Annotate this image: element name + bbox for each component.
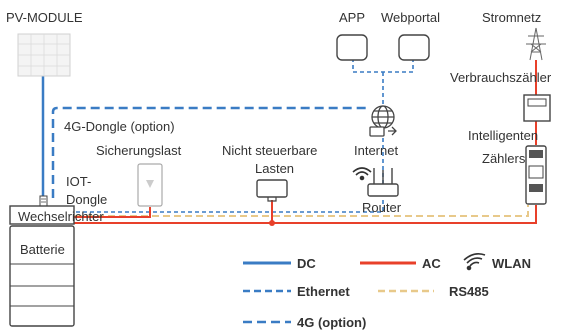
router-label: Router [362,200,402,215]
batterie-label: Batterie [20,242,65,257]
intelligent-meter-label-2: Zählers [482,151,526,166]
power-grid-pylon-icon [526,27,546,61]
4g-dongle-label: 4G-Dongle (option) [64,119,175,134]
monitor-load-icon [256,179,288,202]
iot-dongle-label-2: Dongle [66,192,107,207]
iot-dongle-label-1: IOT- [66,174,91,189]
wechselrichter-label: Wechselrichter [18,209,104,224]
energy-meter-icon [523,94,551,122]
ac-junction-dot [269,220,275,226]
app-label: APP [339,10,365,25]
ethernet-line-router-inverter [64,200,384,213]
iot-dongle-icon [39,195,48,207]
legend-ac-label: AC [422,256,441,271]
ethernet-line-app-web [352,58,414,108]
sicherungslast-label: Sicherungslast [96,143,182,158]
nicht-steuerbare-lasten-label-1: Nicht steuerbare [222,143,317,158]
stromnetz-label: Stromnetz [482,10,541,25]
pv-module-panel [17,33,71,77]
legend-4g-label: 4G (option) [297,315,366,330]
smart-meter-icon [525,145,547,205]
4g-connection-line [51,106,370,198]
app-icon [336,34,368,61]
legend-ethernet-label: Ethernet [297,284,350,299]
legend-wlan-label: WLAN [492,256,531,271]
webportal-icon [398,34,430,61]
legend-rs485-label: RS485 [449,284,489,299]
rs485-line [64,205,529,217]
router-icon [367,168,399,197]
legend-dc-label: DC [297,256,316,271]
verbrauchszaehler-label: Verbrauchszähler [450,70,552,85]
internet-globe-icon [369,105,397,137]
intelligent-meter-label-1: Intelligenten [468,128,538,143]
inverter-battery-stack [9,205,75,327]
legend: DC AC WLAN Ethernet RS485 4G (option) [243,253,531,330]
legend-wlan-icon [463,253,486,271]
pv-module-label: PV-MODULE [6,10,83,25]
ac-line [64,205,537,224]
backup-load-panel-icon [137,163,163,207]
internet-label: Internet [354,143,398,158]
wlan-symbol-icon [352,167,372,181]
webportal-label: Webportal [381,10,440,25]
ac-line-sicherungslast [72,207,151,218]
nicht-steuerbare-lasten-label-2: Lasten [255,161,294,176]
